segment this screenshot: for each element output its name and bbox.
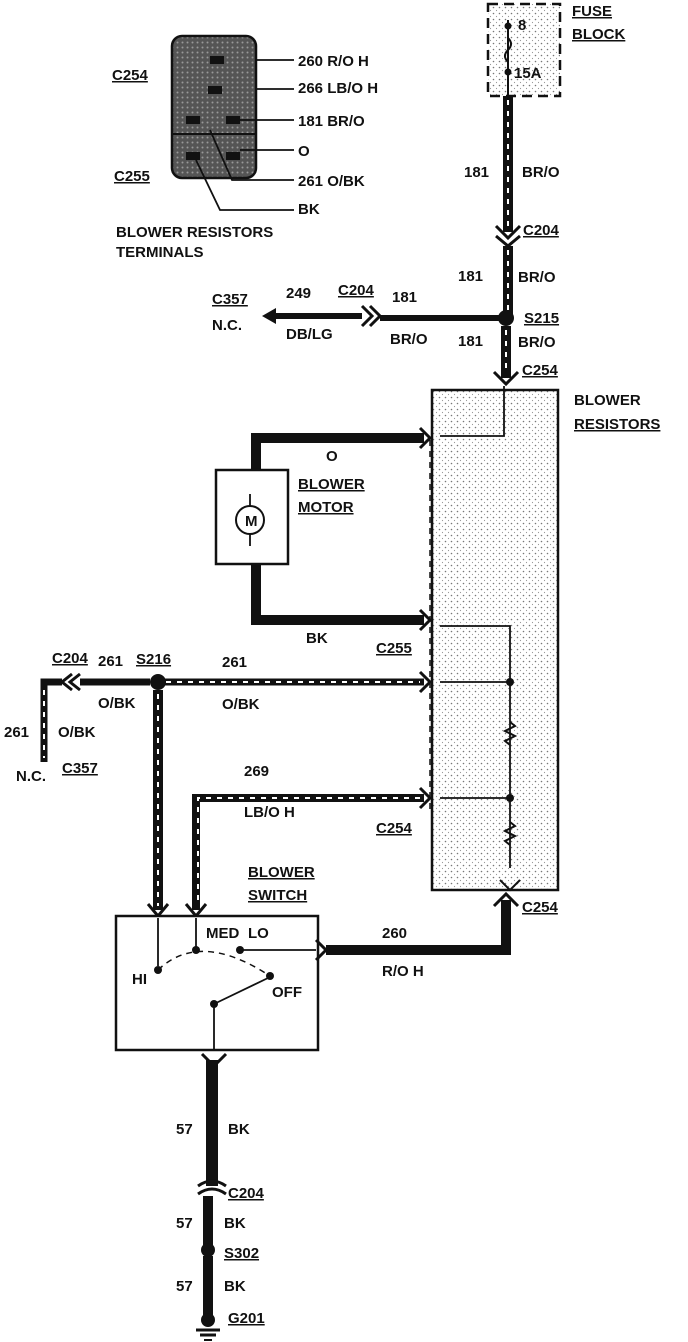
- motor-wire-top-color: O: [326, 448, 338, 465]
- switch-pos-med: MED: [206, 925, 240, 942]
- pin-label-3: 181 BR/O: [298, 113, 365, 130]
- connector-c254-view-label: C254: [112, 67, 149, 84]
- wire-249-number: 249: [286, 285, 311, 302]
- wire-261-right-color: O/BK: [222, 696, 260, 713]
- fuse-number: 8: [518, 17, 526, 34]
- connector-c204-ground-label: C204: [228, 1185, 265, 1202]
- connector-caption-1: BLOWER RESISTORS: [116, 224, 273, 241]
- feed-wire-mid-color: BR/O: [518, 269, 556, 286]
- resistor-1-icon: [502, 721, 518, 746]
- pin-label-1: 260 R/O H: [298, 53, 369, 70]
- ground-wire-1-color: BK: [228, 1121, 250, 1138]
- motor-wire-bottom-color: BK: [306, 630, 328, 647]
- feed-wire-top-number: 181: [464, 164, 489, 181]
- blower-motor-title-1: BLOWER: [298, 476, 365, 493]
- ground-wire-2-number: 57: [176, 1215, 193, 1232]
- connector-c255-view-label: C255: [114, 168, 150, 185]
- nc-left-label: N.C.: [16, 768, 46, 785]
- motor-symbol: M: [245, 513, 258, 530]
- splice-s302-label: S302: [224, 1245, 259, 1262]
- wire-261-left-color: O/BK: [98, 695, 136, 712]
- blower-resistors-title-2: RESISTORS: [574, 416, 660, 433]
- connector-c204-ground-icon: [197, 1179, 227, 1196]
- blower-switch-title-2: SWITCH: [248, 887, 307, 904]
- fuse-block: 8 15A FUSE BLOCK: [486, 2, 625, 98]
- switch-pos-hi: HI: [132, 971, 147, 988]
- resistor-2-icon: [502, 821, 518, 846]
- connector-c254-mid-label: C254: [376, 820, 413, 837]
- connector-face-view: [170, 34, 294, 211]
- fuse-rating: 15A: [514, 65, 542, 82]
- wire-261-right-number: 261: [222, 654, 247, 671]
- ground-wire-3-number: 57: [176, 1278, 193, 1295]
- wire-261-left-number: 261: [98, 653, 123, 670]
- ground-g201-icon: [201, 1313, 215, 1327]
- wire-260: [326, 891, 520, 955]
- connector-c204-left-label: C204: [52, 650, 89, 667]
- connector-c255-label: C255: [376, 640, 412, 657]
- feed-wire-low-color: BR/O: [518, 334, 556, 351]
- arrow-left-icon: [262, 308, 276, 324]
- connector-c204-left-icon: [59, 672, 81, 692]
- splice-s302-icon: [201, 1243, 215, 1257]
- wire-181-branch-color: BR/O: [390, 331, 428, 348]
- wire-269-color: LB/O H: [244, 804, 295, 821]
- pin-label-6: BK: [298, 201, 320, 218]
- resistor-housing: [430, 388, 560, 892]
- blower-motor: M: [214, 426, 433, 632]
- feed-wire-181: [492, 96, 522, 387]
- wire-249-color: DB/LG: [286, 326, 333, 343]
- pin-label-2: 266 LB/O H: [298, 80, 378, 97]
- wire-181-branch-number: 181: [392, 289, 417, 306]
- connector-c254-top-label: C254: [522, 362, 559, 379]
- blower-switch: [114, 914, 329, 1052]
- splice-s216-icon: [150, 674, 166, 690]
- feed-wire-low-number: 181: [458, 333, 483, 350]
- splice-s216-label: S216: [136, 651, 171, 668]
- connector-c204-branch-icon: [360, 304, 383, 328]
- fuse-block-title-2: BLOCK: [572, 26, 625, 43]
- connector-c204-feed-icon: [494, 224, 522, 241]
- branch-261: [40, 670, 433, 919]
- wire-260-number: 260: [382, 925, 407, 942]
- wire-269: [184, 786, 433, 919]
- pin-label-4: O: [298, 143, 310, 160]
- ground-wire-3-color: BK: [224, 1278, 246, 1295]
- ground-circuit: [196, 1052, 228, 1341]
- wire-261-vert-number: 261: [4, 724, 29, 741]
- fuse-block-outline: [486, 2, 562, 98]
- splice-s215-label: S215: [524, 310, 559, 327]
- blower-motor-title-2: MOTOR: [298, 499, 354, 516]
- fuse-block-title-1: FUSE: [572, 3, 612, 20]
- branch-249: [262, 304, 500, 328]
- blower-resistors-block: [429, 386, 560, 892]
- fuse-element-icon: [504, 37, 512, 63]
- connector-body: [170, 34, 258, 180]
- splice-s215-icon: [498, 310, 514, 326]
- blower-switch-box: [114, 914, 320, 1052]
- ground-wire-1-number: 57: [176, 1121, 193, 1138]
- connector-c204-feed-label: C204: [523, 222, 560, 239]
- wire-269-number: 269: [244, 763, 269, 780]
- connector-c204-branch-label: C204: [338, 282, 375, 299]
- ground-wire-2-color: BK: [224, 1215, 246, 1232]
- feed-wire-top-color: BR/O: [522, 164, 560, 181]
- wire-261-vert-color: O/BK: [58, 724, 96, 741]
- nc-top-label: N.C.: [212, 317, 242, 334]
- ground-g201-label: G201: [228, 1310, 265, 1327]
- switch-pos-off: OFF: [272, 984, 302, 1001]
- connector-c357-top-label: C357: [212, 291, 248, 308]
- wire-260-color: R/O H: [382, 963, 424, 980]
- pin-label-5: 261 O/BK: [298, 173, 365, 190]
- feed-wire-mid-number: 181: [458, 268, 483, 285]
- blower-resistors-title-1: BLOWER: [574, 392, 641, 409]
- connector-caption-2: TERMINALS: [116, 244, 204, 261]
- connector-c357-left-label: C357: [62, 760, 98, 777]
- switch-pos-lo: LO: [248, 925, 269, 942]
- blower-switch-title-1: BLOWER: [248, 864, 315, 881]
- connector-c254-low-label: C254: [522, 899, 559, 916]
